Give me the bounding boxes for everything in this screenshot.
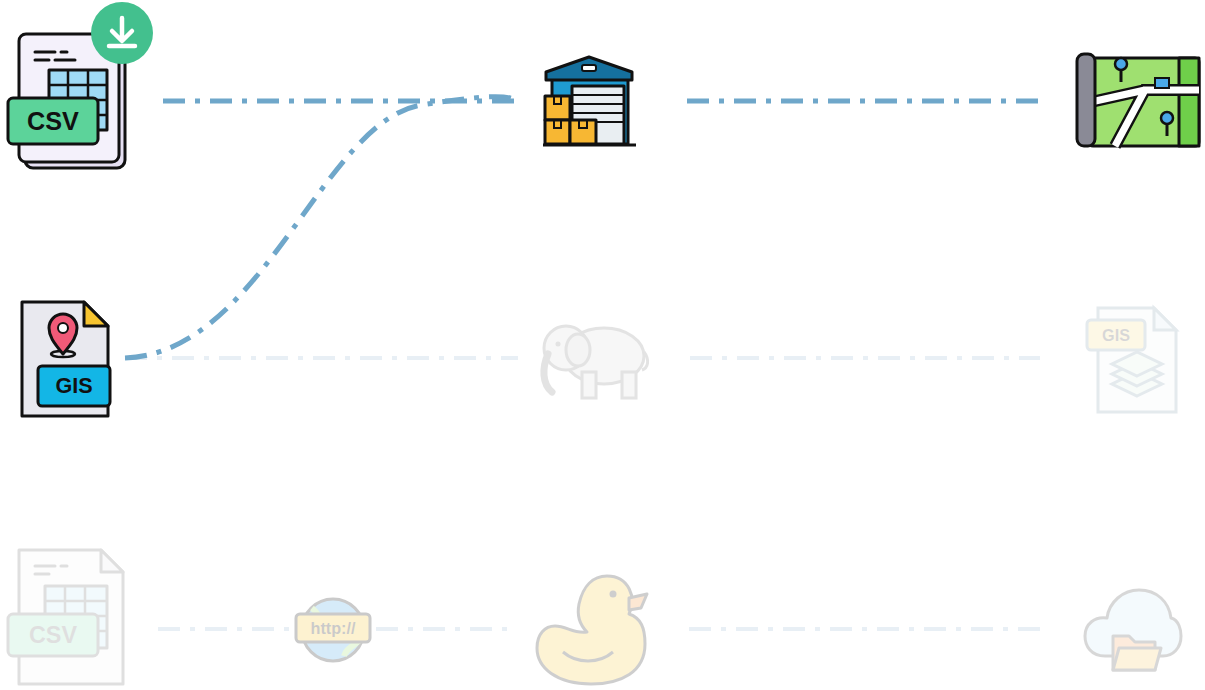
icon-shape — [35, 52, 75, 60]
file-type-label: GIS — [1087, 320, 1145, 350]
dash-dot-connector — [125, 356, 518, 360]
icon-shape — [49, 314, 77, 354]
csv-file-icon-drawing — [5, 0, 157, 172]
icon-shape — [109, 18, 135, 46]
csv-file-icon: CSV — [5, 546, 127, 688]
gis-layers-icon: GIS — [1084, 304, 1180, 416]
icon-shape — [545, 96, 570, 120]
icon-shape — [546, 57, 632, 80]
warehouse-icon — [542, 52, 637, 148]
icon-shape — [537, 576, 645, 684]
icon-shape — [545, 120, 570, 144]
dash-dot-connector — [687, 99, 1040, 104]
icon-shape — [8, 98, 98, 144]
icon-shape — [35, 566, 67, 574]
dash-dot-connector — [689, 627, 1040, 631]
icon-shape — [84, 302, 108, 326]
icon-shape — [582, 372, 596, 398]
icon-shape — [1161, 112, 1173, 124]
icon-shape — [1154, 308, 1176, 330]
icon-shape — [1077, 54, 1095, 146]
icon-shape — [1115, 58, 1127, 70]
icon-shape — [570, 120, 596, 144]
icon-shape — [1112, 352, 1162, 376]
file-type-label: CSV — [8, 614, 98, 656]
dash-dot-connector — [376, 627, 508, 631]
icon-shape — [563, 652, 613, 661]
icon-shape — [38, 366, 110, 406]
icon-shape — [556, 342, 561, 347]
icon-shape — [1155, 78, 1169, 88]
icon-shape — [1089, 58, 1199, 146]
cloud-storage-icon — [1083, 586, 1183, 672]
icon-shape — [566, 334, 590, 366]
gis-layers-icon-drawing — [1084, 304, 1180, 416]
icon-shape — [1091, 90, 1199, 146]
gis-file-icon-drawing — [18, 298, 113, 420]
icon-shape — [1179, 58, 1199, 146]
file-type-label: http:// — [296, 614, 370, 642]
cloud-storage-icon-drawing — [1083, 586, 1183, 672]
dash-dot-connector — [125, 97, 520, 358]
icon-shape — [582, 65, 596, 71]
icon-shape — [296, 614, 370, 642]
dash-dot-connector — [163, 99, 520, 104]
dash-dot-connector — [690, 356, 1040, 360]
icon-shape — [1121, 70, 1167, 136]
icon-shape — [1091, 90, 1199, 146]
icon-shape — [622, 372, 636, 398]
icon-shape — [629, 594, 647, 610]
icon-shape — [1113, 648, 1161, 670]
web-globe-icon: http:// — [294, 596, 372, 664]
map-icon — [1075, 50, 1202, 152]
icon-shape — [572, 95, 624, 122]
icon-shape — [554, 96, 587, 128]
csv-file-icon: CSV — [5, 0, 157, 172]
icon-shape — [58, 323, 68, 333]
dash-dot-connector — [158, 627, 290, 631]
icon-shape — [91, 2, 153, 64]
csv-file-icon-drawing — [5, 546, 127, 688]
duck-icon — [533, 568, 649, 688]
icon-shape — [1087, 320, 1145, 350]
icon-shape — [8, 614, 98, 656]
duck-icon-drawing — [533, 568, 649, 688]
map-icon-drawing — [1075, 50, 1202, 152]
warehouse-icon-drawing — [542, 52, 637, 148]
icon-shape — [610, 591, 617, 598]
gis-file-icon: GIS — [18, 298, 113, 420]
file-type-label: CSV — [8, 98, 98, 144]
icon-shape — [543, 144, 636, 147]
file-type-label: GIS — [38, 366, 110, 406]
icon-shape — [101, 550, 123, 572]
elephant-icon-drawing — [538, 318, 652, 402]
icon-shape — [642, 352, 648, 370]
icon-shape — [544, 354, 552, 392]
elephant-icon — [538, 318, 652, 402]
